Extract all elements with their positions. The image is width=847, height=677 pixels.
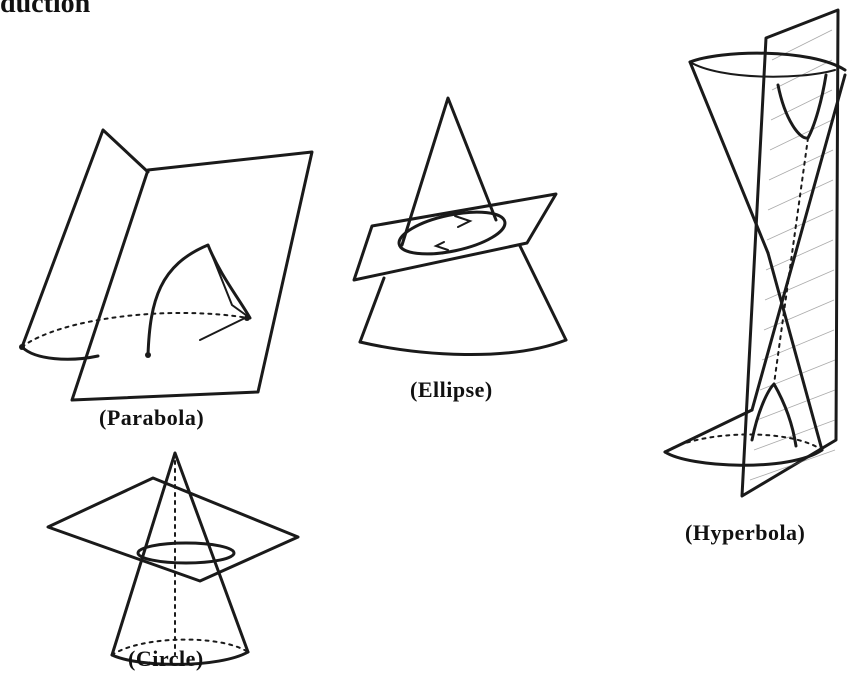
parabola-cutting-plane [72,152,312,400]
hyperbola-lower-cone [665,253,822,452]
hyperbola-upper-cone [690,62,845,410]
circle-figure [48,453,298,664]
parabola-point-left [145,352,151,358]
parabola-cone-base-point [19,344,25,350]
ellipse-cutting-plane [354,194,556,280]
ellipse-cone-base [360,340,566,355]
circle-cutting-plane [48,478,298,581]
parabola-cone-base-hidden [22,313,248,347]
parabola-curve [148,245,250,355]
parabola-figure [19,130,312,400]
parabola-focus-line [200,318,245,340]
parabola-point-right [244,315,250,321]
circle-cone-sides [112,453,248,655]
ellipse-label: (Ellipse) [410,377,493,403]
circle-label: (Circle) [128,646,204,672]
ellipse-cone-top [402,98,496,245]
circle-curve [138,543,234,563]
ellipse-arrow-top [455,216,470,227]
parabola-cone-outline [22,130,148,359]
hyperbola-upper-branch [778,75,826,138]
ellipse-arrow-bottom [436,242,448,250]
hyperbola-upper-base [690,53,845,70]
ellipse-cone-lower [360,246,566,342]
parabola-label: (Parabola) [99,405,204,431]
hyperbola-label: (Hyperbola) [685,520,805,546]
hyperbola-figure [665,10,845,496]
ellipse-figure [354,98,566,355]
